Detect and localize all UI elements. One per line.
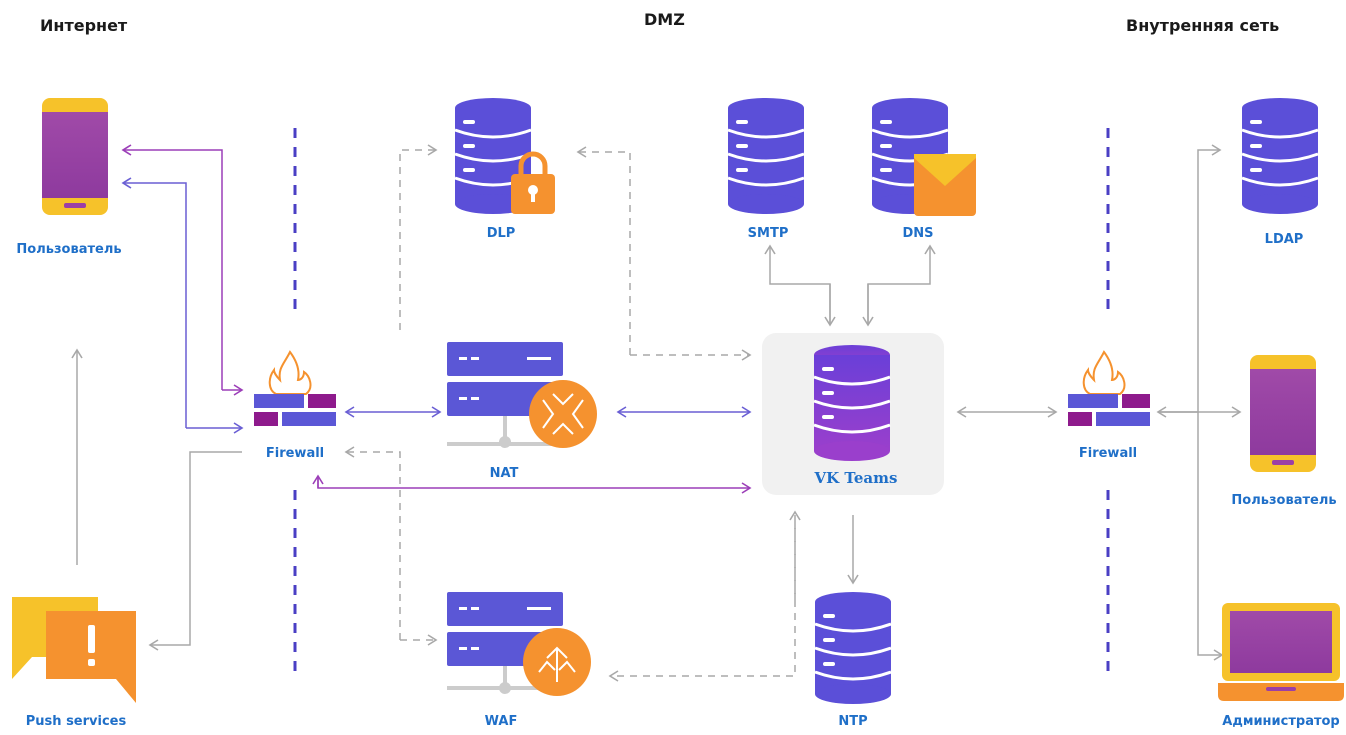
arrow-firewall-to-user-2	[121, 177, 187, 428]
arrow-firewall-to-user-1	[121, 144, 223, 390]
smartphone-icon	[1250, 355, 1316, 472]
database-mail-icon	[871, 98, 976, 216]
arrow-waf-to-firewall	[344, 446, 401, 640]
label-ntp: NTP	[838, 714, 868, 729]
server-shield-icon	[447, 592, 591, 696]
database-lock-icon	[454, 98, 555, 214]
label-firewall-left: Firewall	[265, 446, 325, 461]
label-waf: WAF	[484, 714, 518, 729]
arrow-ntp-to-waf	[608, 522, 796, 682]
arrow-vkteams-to-smtp	[764, 244, 831, 325]
zone-title-internal: Внутренняя сеть	[1126, 16, 1280, 35]
firewall-icon	[254, 350, 336, 426]
label-user-right: Пользователь	[1231, 493, 1337, 508]
database-icon	[727, 98, 805, 214]
zone-dividers	[293, 128, 1110, 680]
database-icon	[814, 592, 892, 704]
laptop-icon	[1218, 603, 1344, 701]
arrow-firewall-to-admin	[1197, 412, 1224, 661]
arrow-firewall-vkteams	[317, 476, 752, 494]
arrow-vkteams-to-dns	[867, 244, 936, 325]
arrow-firewall-to-ldap	[1158, 144, 1222, 413]
firewall-icon	[1068, 350, 1150, 426]
arrow-vkteams-to-dlp	[576, 146, 631, 355]
label-vk-teams: VK Teams	[814, 469, 898, 487]
label-admin: Администратор	[1222, 714, 1340, 729]
label-ldap: LDAP	[1264, 232, 1304, 247]
label-nat: NAT	[489, 466, 519, 481]
arrow-firewall-to-dlp	[399, 144, 438, 330]
arrow-firewall-to-push	[148, 451, 242, 651]
label-firewall-right: Firewall	[1078, 446, 1138, 461]
server-arrows-icon	[447, 342, 597, 448]
zone-title-dmz: DMZ	[644, 10, 685, 29]
database-icon	[813, 345, 891, 461]
alert-chat-icon	[12, 597, 136, 703]
smartphone-icon	[42, 98, 108, 215]
label-push-services: Push services	[25, 714, 127, 729]
label-smtp: SMTP	[747, 226, 789, 241]
connectors	[71, 144, 1242, 682]
label-dlp: DLP	[486, 226, 516, 241]
label-dns: DNS	[902, 226, 934, 241]
database-icon	[1241, 98, 1319, 214]
label-user-left: Пользователь	[16, 242, 122, 257]
zone-title-internet: Интернет	[40, 16, 128, 35]
